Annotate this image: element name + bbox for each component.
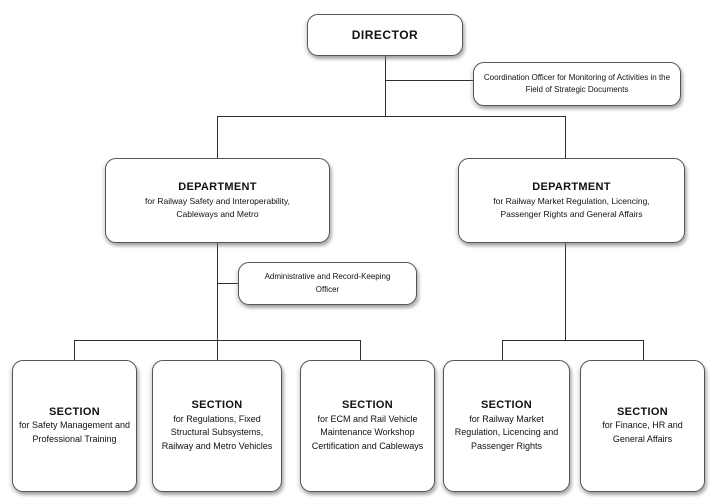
section-title: SECTION <box>617 405 668 418</box>
connector-department-2-drop <box>565 116 566 158</box>
connector-admin-officer <box>217 283 238 284</box>
section-title: SECTION <box>49 405 100 418</box>
connector-department-2-down <box>565 243 566 340</box>
section-box-ecm-certification: SECTION for ECM and Rail Vehicle Mainten… <box>300 360 435 492</box>
admin-officer-box: Administrative and Record-Keeping Office… <box>238 262 417 305</box>
admin-officer-label: Administrative and Record-Keeping Office… <box>264 272 391 294</box>
connector-coordination-officer <box>385 80 473 81</box>
connector-section-1-drop <box>74 340 75 360</box>
department-subtitle: for Railway Market Regulation, Licencing… <box>493 196 650 219</box>
section-subtitle: for Regulations, Fixed Structural Subsys… <box>161 413 273 452</box>
section-title: SECTION <box>191 398 243 411</box>
connector-departments-bar <box>217 116 566 117</box>
connector-section-3-drop <box>360 340 361 360</box>
coordination-officer-label: Coordination Officer for Monitoring of A… <box>483 72 671 94</box>
connector-section-2-drop <box>217 340 218 360</box>
section-subtitle: for Safety Management and Professional T… <box>18 420 131 445</box>
section-title: SECTION <box>342 398 393 411</box>
director-title: DIRECTOR <box>351 27 419 42</box>
connector-department-1-down <box>217 243 218 340</box>
connector-right-sections-bar <box>502 340 643 341</box>
connector-department-1-drop <box>217 116 218 158</box>
connector-director-down <box>385 56 386 116</box>
section-box-regulations: SECTION for Regulations, Fixed Structura… <box>152 360 282 492</box>
department-title: DEPARTMENT <box>532 181 611 194</box>
section-title: SECTION <box>481 398 532 411</box>
section-box-finance-hr: SECTION for Finance, HR and General Affa… <box>580 360 705 492</box>
department-title: DEPARTMENT <box>178 181 257 194</box>
department-box-railway-market: DEPARTMENT for Railway Market Regulation… <box>458 158 685 243</box>
section-subtitle: for ECM and Rail Vehicle Maintenance Wor… <box>311 413 424 452</box>
department-subtitle: for Railway Safety and Interoperability,… <box>145 196 290 219</box>
section-subtitle: for Finance, HR and General Affairs <box>602 420 683 445</box>
section-box-railway-market: SECTION for Railway Market Regulation, L… <box>443 360 570 492</box>
coordination-officer-box: Coordination Officer for Monitoring of A… <box>473 62 681 106</box>
connector-section-5-drop <box>643 340 644 360</box>
section-box-safety-management: SECTION for Safety Management and Profes… <box>12 360 137 492</box>
department-box-railway-safety: DEPARTMENT for Railway Safety and Intero… <box>105 158 330 243</box>
section-subtitle: for Railway Market Regulation, Licencing… <box>454 413 559 452</box>
connector-section-4-drop <box>502 340 503 360</box>
director-box: DIRECTOR <box>307 14 463 56</box>
